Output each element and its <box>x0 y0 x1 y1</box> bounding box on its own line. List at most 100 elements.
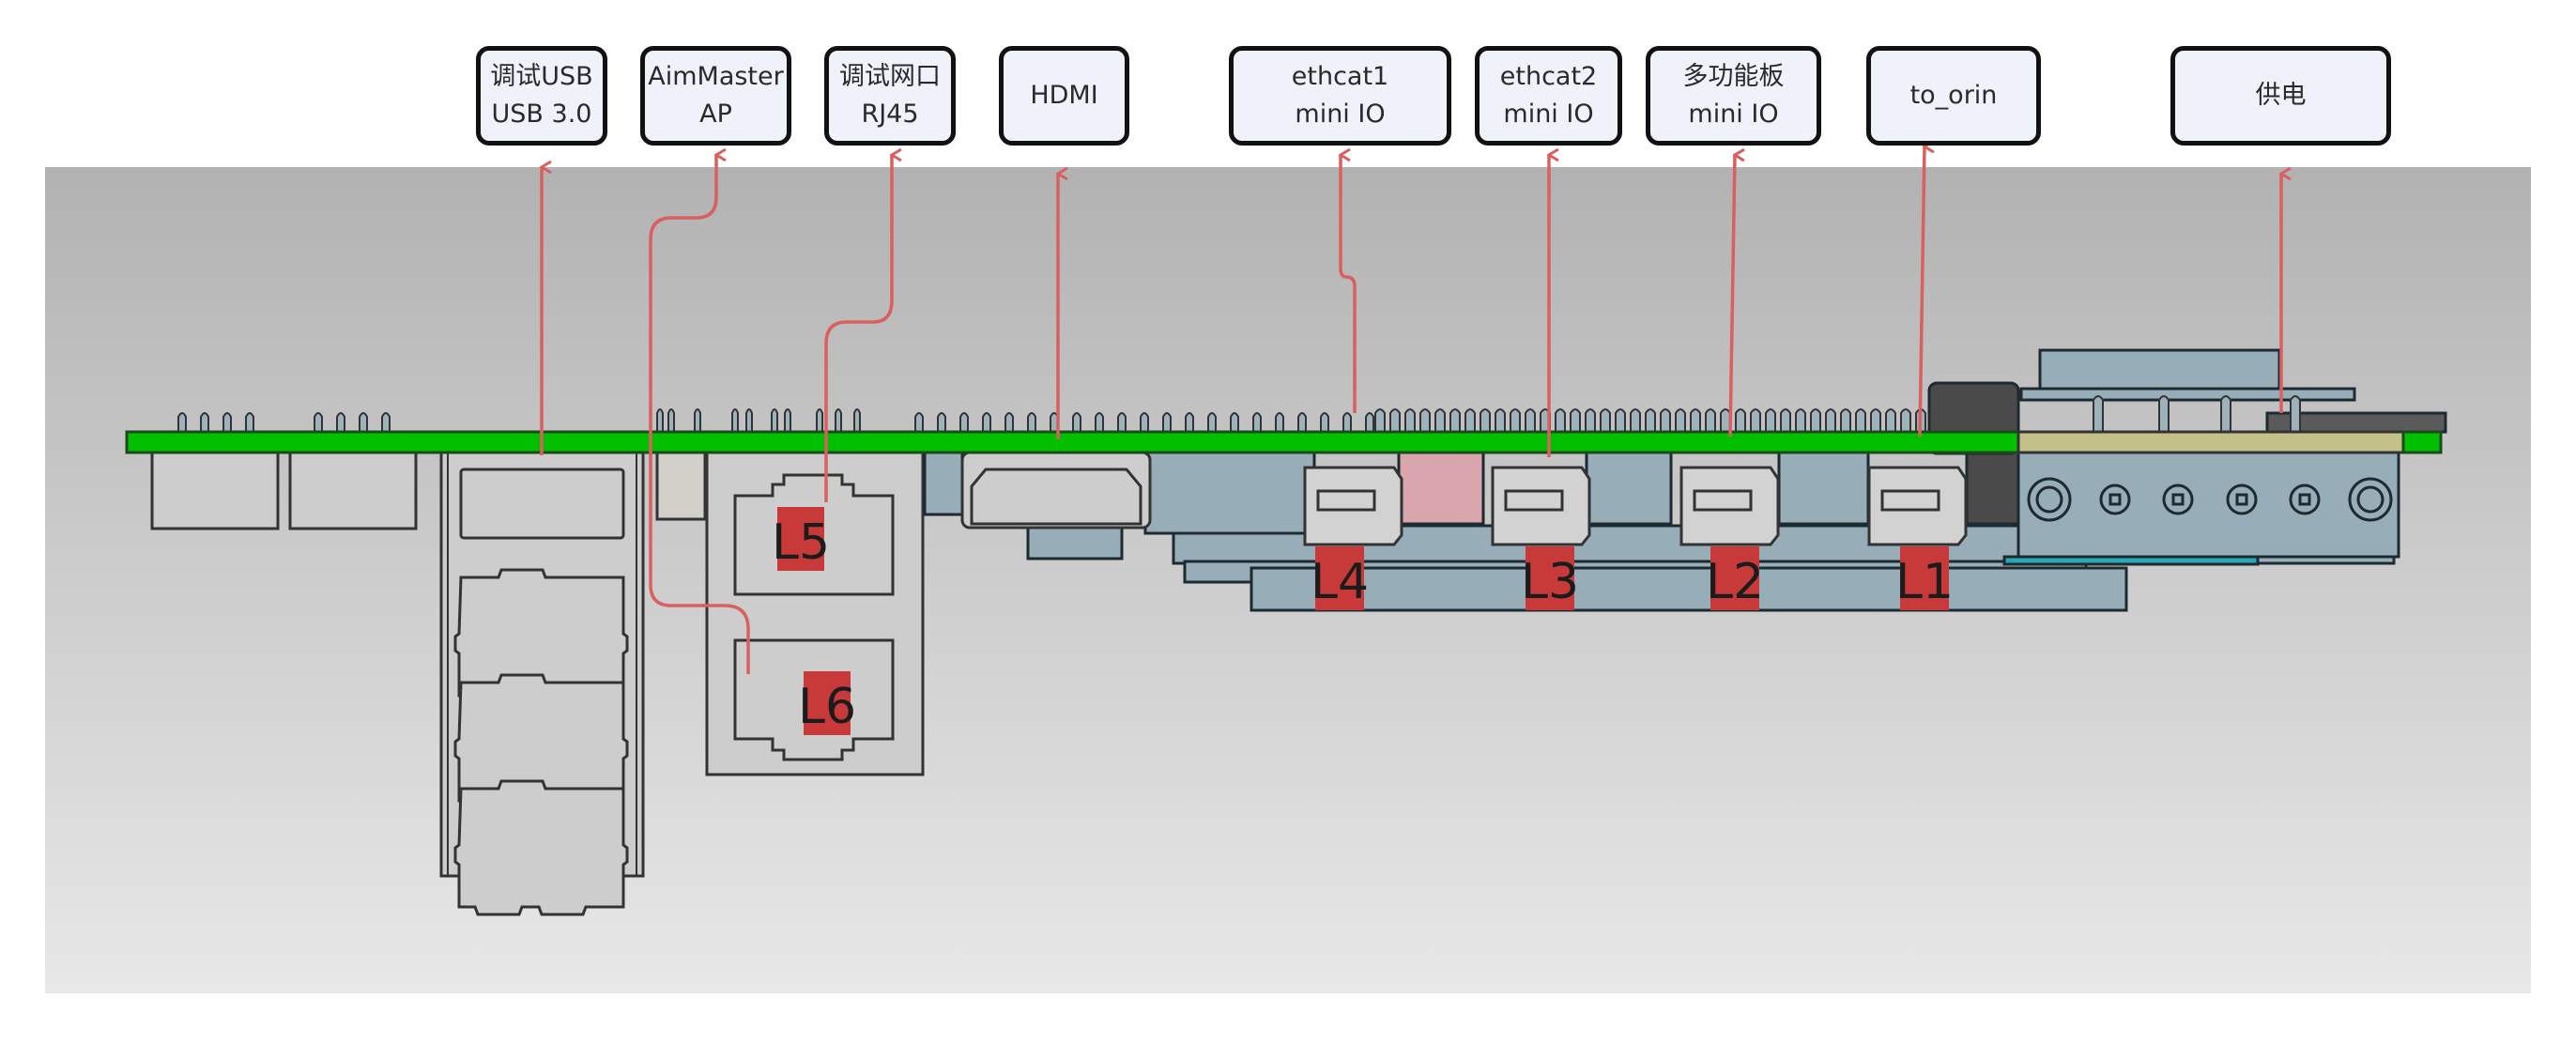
svg-text:L4: L4 <box>1311 554 1369 610</box>
callout-text-line-1: 调试USB <box>490 62 593 91</box>
pin <box>1162 412 1172 432</box>
svg-text:L2: L2 <box>1706 554 1764 610</box>
pin <box>314 412 323 432</box>
pin <box>1735 408 1746 432</box>
power-terminal-block <box>2027 477 2393 522</box>
callout-text-line-1: 供电 <box>2255 81 2307 110</box>
pin <box>1464 408 1476 432</box>
pin <box>853 408 861 432</box>
pin <box>1615 408 1626 432</box>
pin <box>1810 408 1821 432</box>
callout-text-line-2: mini IO <box>1503 100 1594 129</box>
callout-line-debug-ethernet <box>824 155 892 502</box>
pin <box>1660 408 1671 432</box>
pin <box>1365 412 1374 432</box>
pin <box>2290 395 2301 432</box>
pin <box>1207 412 1217 432</box>
pin <box>1585 408 1596 432</box>
pin <box>1072 412 1081 432</box>
callout-box-ethcat1[interactable]: ethcat1 mini IO <box>1229 46 1451 146</box>
pin <box>1419 408 1431 432</box>
svg-text:L3: L3 <box>1521 554 1579 610</box>
pcb-board <box>125 430 2020 454</box>
pin <box>1404 408 1416 432</box>
callout-text-line-1: 调试网口 <box>839 62 941 91</box>
callout-text-line-1: ethcat1 <box>1291 62 1389 91</box>
pin <box>1570 408 1581 432</box>
pin <box>1095 412 1104 432</box>
pin <box>1480 408 1491 432</box>
pin <box>816 408 823 432</box>
pin <box>731 408 739 432</box>
callout-box-debug-ethernet[interactable]: 调试网口 RJ45 <box>824 46 956 146</box>
pin <box>222 412 232 432</box>
callout-line-multifunction <box>1728 155 1735 438</box>
svg-text:L6: L6 <box>798 679 856 735</box>
callout-line-to-orin <box>1918 146 1924 438</box>
port-tag-l4: L4 <box>1311 546 1369 610</box>
pin <box>1495 408 1506 432</box>
pin <box>1342 412 1352 432</box>
pin <box>745 408 753 432</box>
callout-box-ethcat2[interactable]: ethcat2 mini IO <box>1475 46 1622 146</box>
callout-box-aimmaster-ap[interactable]: AimMaster AP <box>640 46 791 146</box>
port-tags: L5 L6 L4 L3 L2 L1 <box>772 507 1954 735</box>
pin <box>1795 408 1806 432</box>
pin <box>1750 408 1761 432</box>
pin <box>1320 412 1329 432</box>
pin <box>937 412 946 432</box>
callout-box-hdmi[interactable]: HDMI <box>999 46 1129 146</box>
pin <box>381 412 391 432</box>
port-tag-l3: L3 <box>1521 546 1579 610</box>
callout-text-line-1: to_orin <box>1909 81 1998 110</box>
callout-text-line-1: 多功能板 <box>1682 62 1785 91</box>
callout-text-line-2: mini IO <box>1688 100 1779 129</box>
pin <box>1252 412 1262 432</box>
pin <box>1297 412 1307 432</box>
pin <box>2220 395 2231 432</box>
pin <box>784 408 791 432</box>
pin <box>1004 412 1014 432</box>
callout-line-aimmaster <box>649 155 750 674</box>
pin <box>1434 408 1446 432</box>
mini-io-port-l3 <box>1491 466 1591 546</box>
pin <box>336 412 345 432</box>
pcb-board-edge <box>2401 430 2443 454</box>
pin <box>1525 408 1536 432</box>
pin <box>1885 408 1896 432</box>
pin <box>2093 395 2104 432</box>
pin <box>1510 408 1521 432</box>
pin <box>1855 408 1866 432</box>
pin <box>200 412 209 432</box>
pin <box>1027 412 1036 432</box>
callout-box-to-orin[interactable]: to_orin <box>1866 46 2041 146</box>
port-tag-l5: L5 <box>772 507 830 571</box>
pin <box>771 408 778 432</box>
mini-io-port-l1 <box>1867 466 1968 546</box>
pin <box>835 408 842 432</box>
pin <box>1140 412 1149 432</box>
pin <box>1185 412 1194 432</box>
port-tag-l2: L2 <box>1706 546 1764 610</box>
pin <box>1675 408 1686 432</box>
callout-box-debug-usb[interactable]: 调试USB USB 3.0 <box>476 46 607 146</box>
pin <box>1900 408 1911 432</box>
port-tag-l6: L6 <box>798 671 856 735</box>
pcb-daughter-board <box>2016 430 2405 454</box>
callout-box-power-supply[interactable]: 供电 <box>2170 46 2391 146</box>
pin <box>1117 412 1127 432</box>
pin <box>1705 408 1716 432</box>
pin <box>1600 408 1611 432</box>
callout-line-ethcat1 <box>1341 155 1357 413</box>
mini-io-port-l2 <box>1679 466 1780 546</box>
pin <box>1389 408 1401 432</box>
pin <box>1374 408 1386 432</box>
mini-io-ports <box>1303 466 1968 546</box>
callout-text-line-2: AP <box>699 100 732 129</box>
pin <box>1780 408 1791 432</box>
callout-box-multifunction-board[interactable]: 多功能板 mini IO <box>1646 46 1821 146</box>
callout-text-line-2: RJ45 <box>861 100 919 129</box>
pin <box>1275 412 1284 432</box>
